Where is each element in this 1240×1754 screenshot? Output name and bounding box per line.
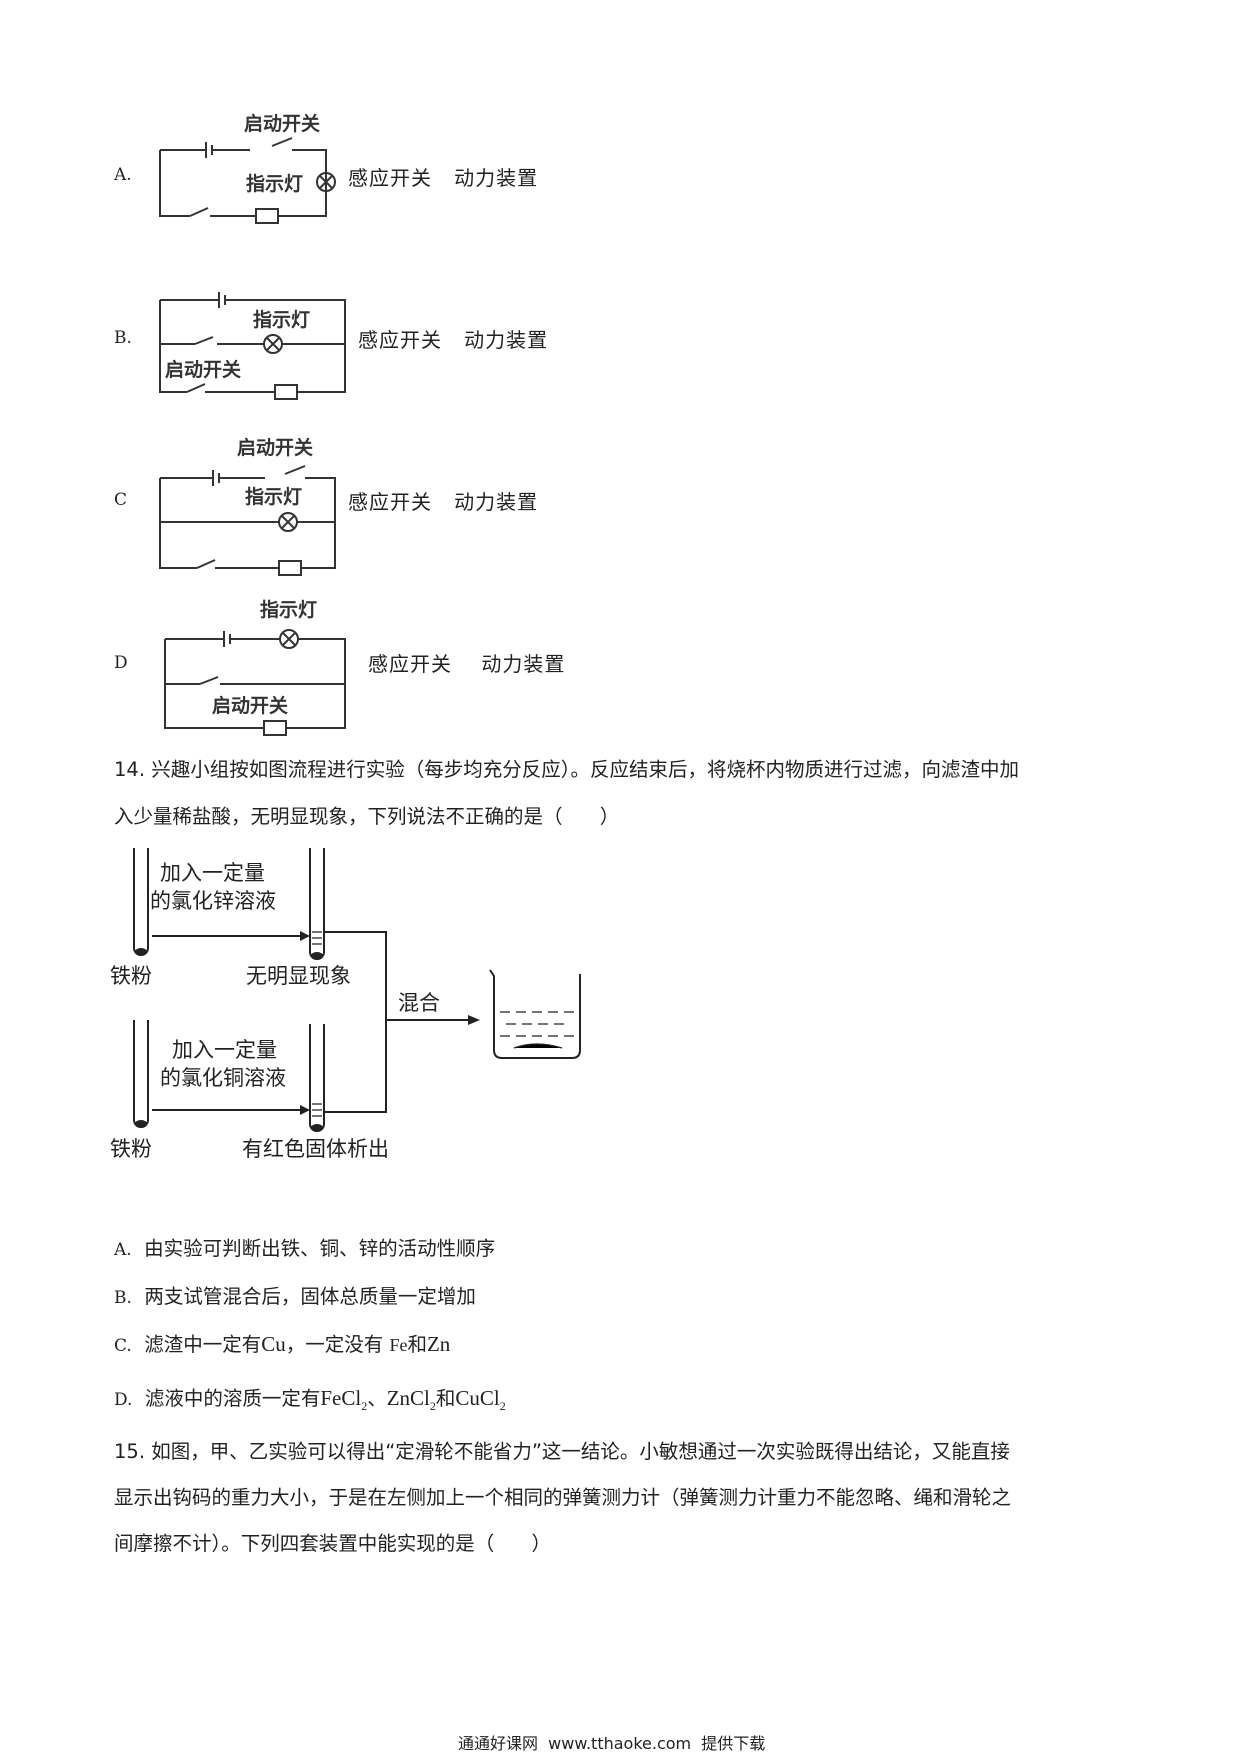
test-tube-bottom-right <box>309 1024 325 1132</box>
q14-stem-line2: 入少量稀盐酸，无明显现象，下列说法不正确的是（ ） <box>114 805 620 828</box>
q14-top-add-label-2: 的氯化锌溶液 <box>150 889 276 913</box>
circuit-b-start-switch-label: 启动开关 <box>165 358 241 381</box>
option-d-letter: D <box>114 653 128 673</box>
q14-option-d-cucl2: CuCl2 <box>455 1386 506 1414</box>
test-tube-top-right <box>309 848 325 960</box>
q14-option-b[interactable]: B. 两支试管混合后，固体总质量一定增加 <box>114 1280 476 1309</box>
option-a-letter: A. <box>114 165 132 185</box>
q14-option-c-zn: Zn <box>426 1332 451 1356</box>
q14-mix-label: 混合 <box>398 991 440 1015</box>
q14-option-d-text-1: 滤液中的溶质一定有 <box>144 1387 321 1410</box>
q14-option-c[interactable]: C. 滤渣中一定有Cu，一定没有 Fe和Zn <box>114 1328 450 1357</box>
q15-stem-line2: 显示出钩码的重力大小，于是在左侧加上一个相同的弹簧测力计（弹簧测力计重力不能忽略… <box>114 1486 1012 1509</box>
q14-option-d-fecl2: FeCl2 <box>320 1386 368 1414</box>
q14-stem-line1: 14. 兴趣小组按如图流程进行实验（每步均充分反应）。反应结束后，将烧杯内物质进… <box>114 758 1019 781</box>
q14-bottom-result-label: 有红色固体析出 <box>242 1137 389 1161</box>
q14-bottom-add-label-2: 的氯化铜溶液 <box>160 1066 286 1090</box>
q14-option-d-text-2: 、 <box>367 1387 387 1410</box>
circuit-a-diagram: 启动开关 指示灯 <box>159 112 336 224</box>
q14-bottom-iron-powder-label: 铁粉 <box>110 1137 152 1161</box>
circuit-d-indicator-label: 指示灯 <box>260 599 317 621</box>
q14-top-iron-powder-label: 铁粉 <box>110 964 152 988</box>
q14-option-c-text-3: 和 <box>407 1333 427 1356</box>
q14-top-add-label-1: 加入一定量 <box>160 861 265 885</box>
q14-flow-diagram: 加入一定量 的氯化锌溶液 铁粉 无明显现象 混合 加入一定量 的氯化铜溶液 铁粉… <box>110 848 581 1161</box>
q15-stem-line1: 15. 如图，甲、乙实验可以得出“定滑轮不能省力”这一结论。小敏想通过一次实验既… <box>114 1440 1010 1463</box>
q14-option-d[interactable]: D. 滤液中的溶质一定有FeCl2、ZnCl2和CuCl2 <box>114 1382 506 1414</box>
circuit-d-start-switch-label: 启动开关 <box>212 694 288 717</box>
circuit-c-diagram: 启动开关 指示灯 <box>159 436 336 576</box>
q14-option-d-zncl2: ZnCl2 <box>386 1386 436 1414</box>
option-a-caption: 感应开关 动力装置 <box>348 166 539 190</box>
q14-option-d-text-3: 和 <box>435 1387 456 1410</box>
q14-option-d-letter: D. <box>114 1390 133 1410</box>
q14-option-c-text-1: 滤渣中一定有 <box>144 1333 262 1356</box>
beaker-icon <box>489 969 581 1059</box>
q14-option-c-letter: C. <box>114 1336 132 1356</box>
test-tube-bottom-left <box>133 1020 149 1128</box>
q14-option-a[interactable]: A. 由实验可判断出铁、铜、锌的活动性顺序 <box>114 1232 495 1261</box>
q14-option-a-text: 由实验可判断出铁、铜、锌的活动性顺序 <box>144 1237 496 1260</box>
q14-option-c-cu: Cu <box>261 1332 286 1356</box>
option-b-letter: B. <box>114 328 132 348</box>
circuit-c-indicator-label: 指示灯 <box>245 486 302 508</box>
q14-top-result-label: 无明显现象 <box>246 964 351 988</box>
circuit-d-diagram: 指示灯 启动开关 <box>164 599 346 736</box>
q14-option-c-text-2: ，一定没有 <box>285 1333 384 1356</box>
q14-bottom-add-label-1: 加入一定量 <box>172 1038 277 1062</box>
option-b-caption: 感应开关 动力装置 <box>358 328 549 352</box>
test-tube-top-left <box>133 848 149 956</box>
page-footer: 通通好课网 www.tthaoke.com 提供下载 <box>458 1734 766 1753</box>
q14-option-b-text: 两支试管混合后，固体总质量一定增加 <box>144 1285 476 1308</box>
circuit-b-indicator-label: 指示灯 <box>253 309 310 331</box>
circuit-c-start-switch-label: 启动开关 <box>237 436 313 459</box>
q15-stem-line3: 间摩擦不计）。下列四套装置中能实现的是（ ） <box>114 1532 551 1555</box>
q14-option-a-letter: A. <box>114 1240 132 1260</box>
circuit-b-diagram: 指示灯 启动开关 <box>159 292 346 400</box>
q14-option-c-fe: Fe <box>389 1335 408 1355</box>
circuit-a-start-switch-label: 启动开关 <box>244 112 320 135</box>
option-c-letter: C <box>114 490 128 510</box>
circuit-a-indicator-label: 指示灯 <box>246 173 303 195</box>
option-d-caption: 感应开关 动力装置 <box>368 652 566 676</box>
q14-option-b-letter: B. <box>114 1288 132 1308</box>
option-c-caption: 感应开关 动力装置 <box>348 490 539 514</box>
